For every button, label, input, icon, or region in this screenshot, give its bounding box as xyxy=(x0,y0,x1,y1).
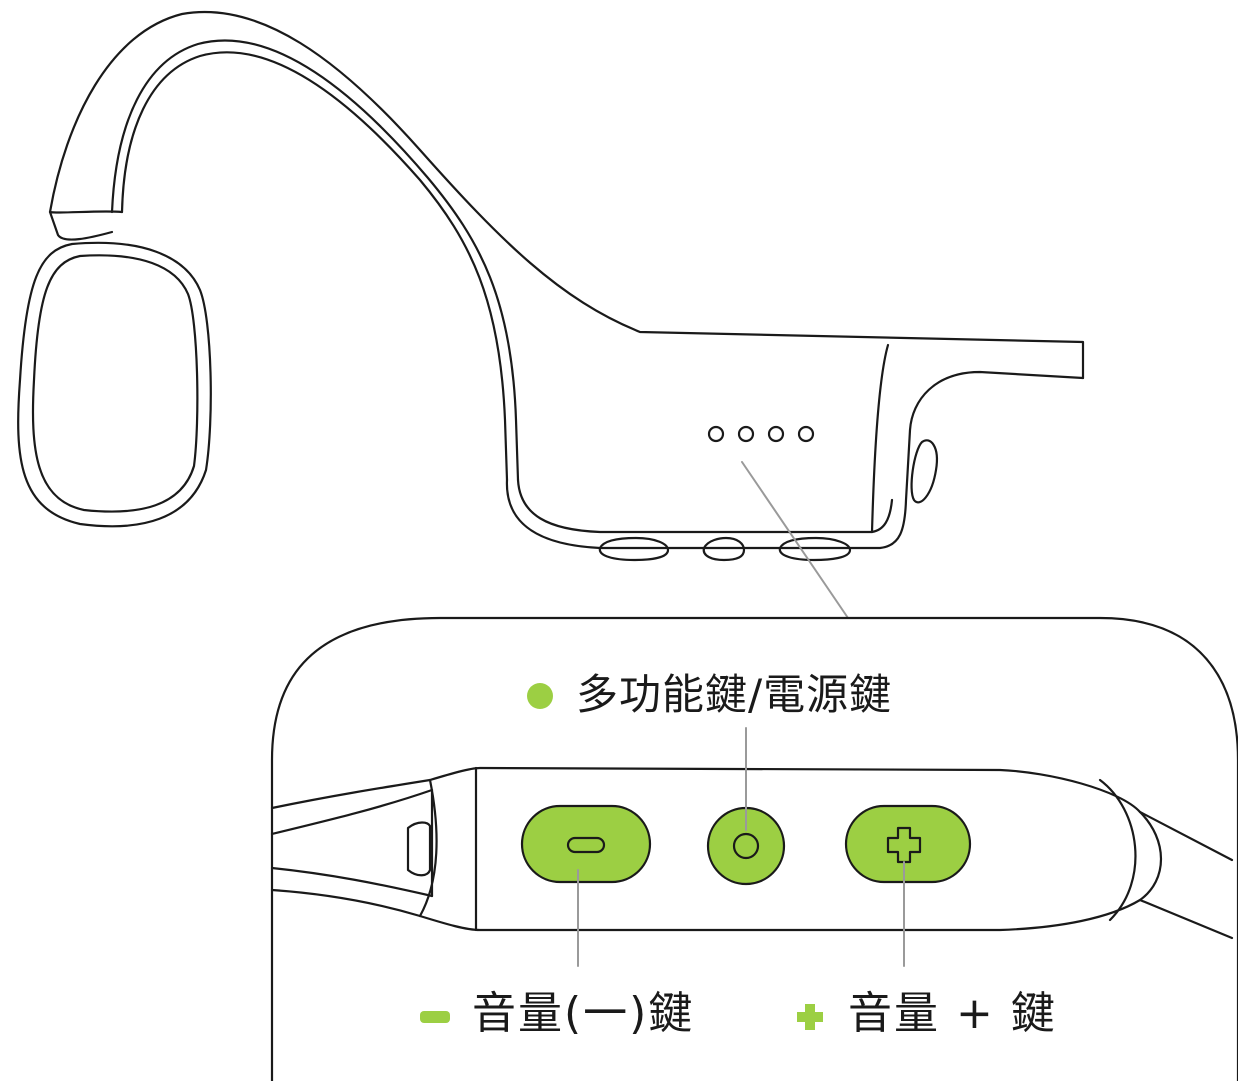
housing-body-inner xyxy=(516,478,894,534)
band-right-cap xyxy=(1098,778,1137,922)
ear-pad-inner xyxy=(31,254,199,513)
volume-up-button[interactable] xyxy=(844,804,972,884)
minus-glyph-icon xyxy=(566,836,606,854)
band-bottom-edge-2 xyxy=(270,866,434,898)
band-bottom-edge xyxy=(270,888,1234,940)
plus-glyph-icon xyxy=(886,826,922,864)
band-strap-connector xyxy=(406,821,432,877)
led-dot-4 xyxy=(797,425,815,443)
led-dot-2 xyxy=(737,425,755,443)
zoom-callout-frame xyxy=(270,616,1238,1081)
housing-button-minus xyxy=(598,536,670,562)
band-left-cap xyxy=(418,778,438,918)
band-right-cap-2 xyxy=(1138,810,1162,902)
led-dot-1 xyxy=(707,425,725,443)
volume-down-label: 音量(一)鍵 xyxy=(472,988,695,1039)
neckband-inner-edge xyxy=(110,39,520,482)
leader-lines xyxy=(577,727,905,967)
ear-hook xyxy=(48,210,124,241)
volume-up-label: 音量 + 鍵 xyxy=(848,988,1057,1039)
ear-pad-outer xyxy=(17,241,212,528)
power-button-label: 多功能鍵/電源鍵 xyxy=(576,670,893,719)
callout-pointer-line xyxy=(741,461,849,619)
led-dot-3 xyxy=(767,425,785,443)
band-top-edge xyxy=(270,766,1234,862)
band-top-edge-2 xyxy=(270,788,434,836)
housing-body xyxy=(505,370,1085,550)
housing-button-plus xyxy=(778,536,852,562)
neckband-outer xyxy=(48,10,1085,380)
headphone-illustration xyxy=(17,10,1085,562)
volume-down-button[interactable] xyxy=(520,804,652,884)
band-closeup xyxy=(270,766,1234,940)
green-dot-icon xyxy=(527,683,553,709)
power-button-center-icon xyxy=(732,832,760,860)
green-plus-icon xyxy=(797,1004,823,1030)
neckband-inner xyxy=(120,51,509,482)
housing-front-edge xyxy=(870,343,890,534)
housing-button-power xyxy=(702,536,746,562)
side-port xyxy=(910,439,938,504)
green-minus-icon xyxy=(420,1011,450,1023)
control-buttons xyxy=(520,804,972,886)
